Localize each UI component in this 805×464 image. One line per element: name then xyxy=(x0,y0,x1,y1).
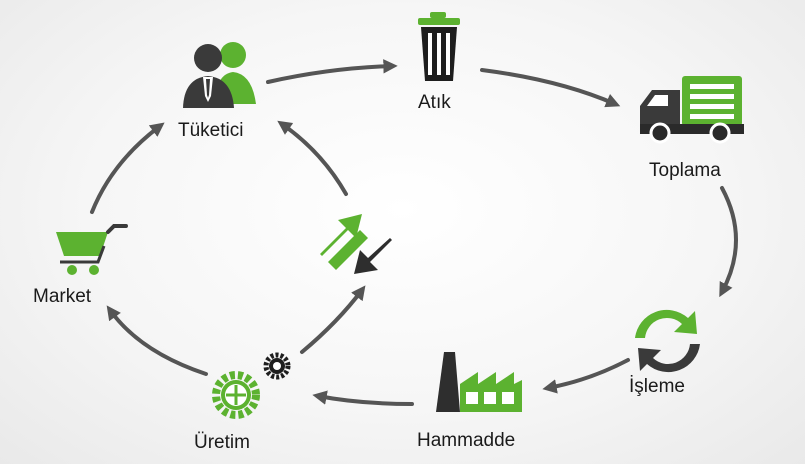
label-isleme: İşleme xyxy=(629,376,685,397)
arrow-hammadde-to-uretim xyxy=(312,390,414,406)
arrow-uretim-to-center xyxy=(300,285,366,354)
arrow-isleme-to-hammadde xyxy=(542,358,630,394)
label-toplama: Toplama xyxy=(649,160,721,181)
label-atik: Atık xyxy=(418,92,451,113)
arrow-atik-to-toplama xyxy=(480,68,621,108)
arrow-center-to-tuketici xyxy=(277,120,348,196)
label-tuketici: Tüketici xyxy=(178,120,244,141)
arrow-toplama-to-isleme xyxy=(719,186,738,298)
arrow-tuketici-to-atik xyxy=(266,59,398,84)
label-hammadde: Hammadde xyxy=(417,430,516,451)
label-uretim: Üretim xyxy=(194,432,250,453)
label-market: Market xyxy=(33,286,92,307)
arrow-uretim-to-market xyxy=(106,305,208,376)
arrow-market-to-tuketici xyxy=(90,122,165,214)
